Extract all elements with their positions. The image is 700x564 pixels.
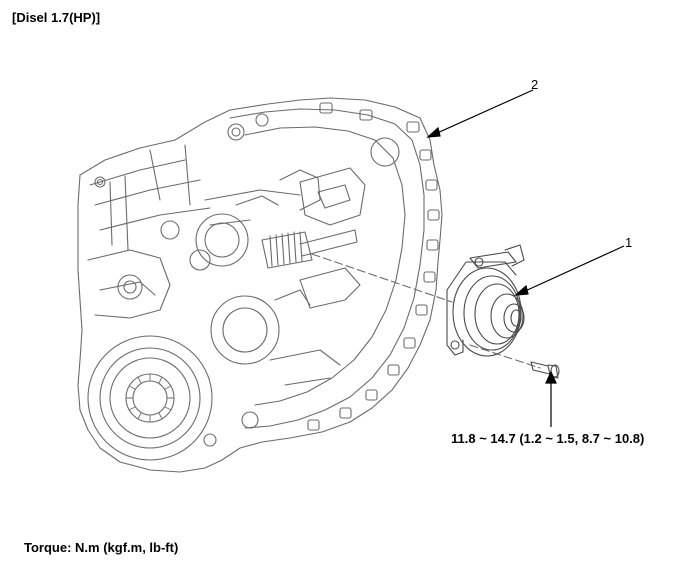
leader-line-2 bbox=[434, 89, 534, 135]
flange-bolt-bosses bbox=[227, 102, 440, 431]
leader-arrows bbox=[426, 89, 625, 427]
torque-spec: 11.8 ~ 14.7 (1.2 ~ 1.5, 8.7 ~ 10.8) bbox=[451, 431, 645, 446]
input-shaft bbox=[195, 169, 358, 269]
bolt-axis bbox=[469, 344, 541, 369]
installation-axis bbox=[311, 253, 453, 303]
left-casing-detail bbox=[87, 189, 301, 319]
upper-ribs bbox=[89, 144, 211, 251]
torque-arrowhead bbox=[545, 370, 557, 384]
mounting-bolt bbox=[530, 361, 560, 379]
bellhousing-flange bbox=[229, 108, 425, 429]
arrowhead-2 bbox=[426, 126, 441, 138]
callout-1: 1 bbox=[625, 235, 633, 250]
transmission-housing bbox=[77, 97, 443, 473]
bellhousing-inner-rim bbox=[244, 126, 406, 406]
concentric-slave-cylinder bbox=[446, 244, 525, 357]
callout-2: 2 bbox=[531, 77, 539, 92]
leader-line-1 bbox=[522, 245, 625, 293]
arrowhead-1 bbox=[514, 284, 529, 296]
page-title: [Disel 1.7(HP)] bbox=[12, 10, 101, 25]
release-fork bbox=[299, 167, 366, 309]
differential-housing bbox=[87, 335, 213, 461]
torque-unit-note: Torque: N.m (kgf.m, lb-ft) bbox=[24, 540, 179, 555]
